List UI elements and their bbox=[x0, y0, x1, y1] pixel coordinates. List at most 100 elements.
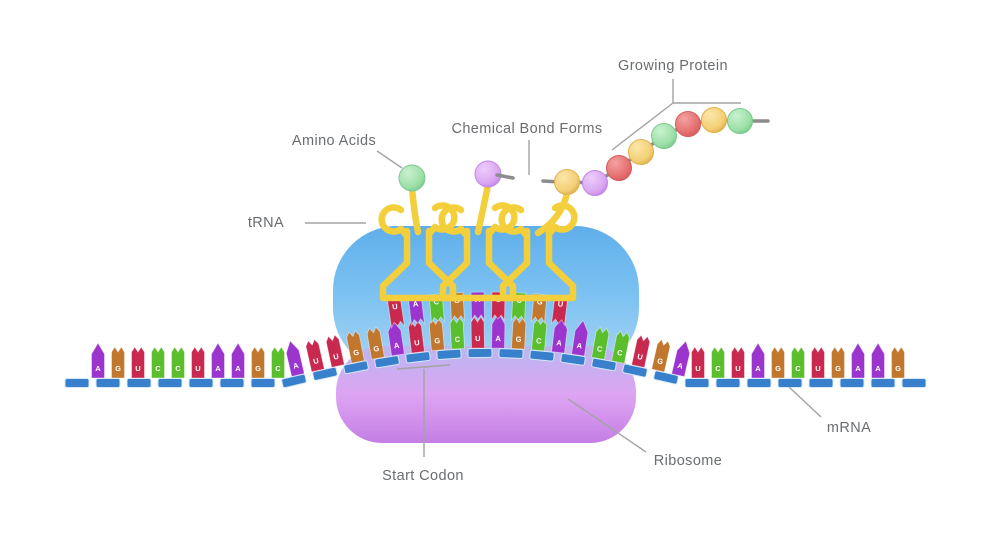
amino-acid-bead-green bbox=[727, 108, 753, 134]
nucleotide-letter: U bbox=[312, 356, 319, 366]
nucleotide-letter: A bbox=[393, 341, 400, 351]
nucleotide-shape bbox=[366, 326, 385, 360]
trna-body bbox=[439, 227, 517, 302]
mrna-nucleotide-G: G bbox=[111, 346, 125, 379]
nucleotide-letter: C bbox=[275, 364, 281, 373]
nucleotide-letter: U bbox=[475, 334, 481, 343]
nucleotide-shape bbox=[408, 320, 425, 354]
nucleotide-shape bbox=[751, 342, 765, 379]
nucleotide-shape bbox=[211, 342, 225, 379]
nucleotide-letter: U bbox=[735, 364, 740, 373]
trna-molecule bbox=[498, 189, 578, 302]
nucleotide-letter: U bbox=[392, 302, 399, 312]
mrna-nucleotide-C: C bbox=[271, 346, 285, 379]
mrna-nucleotide-U: U bbox=[470, 316, 485, 349]
trna-body bbox=[499, 227, 577, 302]
leader-lines bbox=[305, 79, 822, 457]
mrna-nucleotide-C: C bbox=[449, 316, 465, 350]
mrna-nucleotide-A: A bbox=[671, 340, 691, 378]
mrna-backbone-dash bbox=[64, 378, 90, 388]
nucleotide-letter: U bbox=[332, 352, 339, 362]
mrna-backbone-dash bbox=[715, 378, 741, 388]
mrna-nucleotide-U: U bbox=[691, 346, 705, 379]
mrna-backbone-dash bbox=[560, 352, 586, 366]
nucleotide-letter: G bbox=[775, 364, 781, 373]
mrna-nucleotide-U: U bbox=[305, 338, 325, 373]
anticodon-nucleotide-U: U bbox=[550, 295, 569, 327]
mrna-backbone-dash bbox=[839, 378, 865, 388]
growing-protein-chain bbox=[554, 107, 753, 196]
nucleotide-shape bbox=[91, 342, 105, 379]
mrna-backbone-dash bbox=[901, 378, 927, 388]
mrna-nucleotide-G: G bbox=[428, 318, 445, 352]
mrna-backbone-dash bbox=[188, 378, 214, 388]
nucleotide-letter: C bbox=[795, 364, 801, 373]
nucleotide-shape bbox=[131, 346, 145, 379]
leader-ribosome bbox=[567, 398, 647, 453]
leader-growing-protein bbox=[611, 79, 741, 151]
mrna-backbone-dash bbox=[498, 348, 524, 359]
nucleotide-letter: G bbox=[537, 297, 544, 306]
nucleotide-letter: G bbox=[255, 364, 261, 373]
trna-right-loop bbox=[431, 202, 458, 233]
nucleotide-shape bbox=[871, 342, 885, 379]
nucleotide-shape bbox=[731, 346, 745, 379]
nucleotide-shape bbox=[851, 342, 865, 379]
nucleotide-shape bbox=[891, 346, 905, 379]
nucleotide-letter: G bbox=[434, 336, 441, 345]
trna-body bbox=[379, 227, 457, 302]
trna-acceptor-stem bbox=[534, 189, 571, 237]
mrna-nucleotide-A: A bbox=[871, 342, 885, 379]
mrna-backbone-dash bbox=[405, 351, 431, 364]
nucleotide-letter: C bbox=[175, 364, 181, 373]
nucleotide-shape bbox=[651, 338, 671, 373]
nucleotide-shape bbox=[571, 319, 589, 357]
trna-molecule bbox=[438, 181, 518, 302]
mrna-nucleotide-G: G bbox=[651, 338, 671, 373]
nucleotide-shape bbox=[171, 346, 185, 379]
mrna-backbone-dash bbox=[777, 378, 803, 388]
mrna-backbone-dash bbox=[622, 363, 648, 378]
mrna-nucleotide-C: C bbox=[171, 346, 185, 379]
mrna-backbone bbox=[64, 347, 927, 389]
label-mrna: mRNA bbox=[826, 420, 872, 436]
nucleotide-shape bbox=[631, 334, 651, 369]
mrna-nucleotide-G: G bbox=[511, 316, 527, 350]
trna-acceptor-stem bbox=[474, 181, 492, 236]
mrna-nucleotide-A: A bbox=[751, 342, 765, 379]
amino-acid-bead-green bbox=[398, 164, 426, 192]
amino-acid-bead-yellow bbox=[701, 107, 727, 133]
leader-mrna bbox=[788, 386, 822, 418]
trna-left-loop bbox=[438, 204, 465, 235]
amino-acid-bead-red bbox=[675, 111, 701, 137]
nucleotide-shape bbox=[271, 346, 285, 379]
mrna-nucleotide-U: U bbox=[408, 320, 425, 354]
trna-right-loop bbox=[551, 202, 578, 233]
nucleotide-letter: G bbox=[835, 364, 841, 373]
mrna-backbone-dash bbox=[157, 378, 183, 388]
mrna-backbone-dash bbox=[374, 355, 400, 369]
nucleotide-shape bbox=[285, 340, 305, 377]
trna-acceptor-stem bbox=[408, 184, 422, 236]
mrna-nucleotide-C: C bbox=[611, 330, 630, 364]
nucleotide-letter: G bbox=[373, 344, 380, 354]
ribosome-large-subunit bbox=[336, 346, 636, 443]
mrna-backbone-dash bbox=[436, 348, 462, 361]
nucleotide-letter: A bbox=[855, 364, 861, 373]
nucleotide-shape bbox=[386, 297, 406, 330]
bond-stub-forming bbox=[495, 173, 515, 180]
mrna-nucleotide-C: C bbox=[711, 346, 725, 379]
mrna-backbone-dash bbox=[808, 378, 834, 388]
mrna-nucleotide-G: G bbox=[771, 346, 785, 379]
mrna-backbone-dash bbox=[870, 378, 896, 388]
nucleotide-letter: C bbox=[433, 297, 440, 306]
nucleotide-shape bbox=[511, 316, 527, 350]
nucleotide-letter: A bbox=[292, 361, 300, 371]
trna-right-loop bbox=[491, 202, 518, 233]
nucleotide-letter: G bbox=[656, 356, 664, 366]
nucleotide-letter: C bbox=[455, 335, 461, 344]
nucleotide-shape bbox=[325, 334, 345, 368]
nucleotide-shape bbox=[811, 346, 825, 379]
